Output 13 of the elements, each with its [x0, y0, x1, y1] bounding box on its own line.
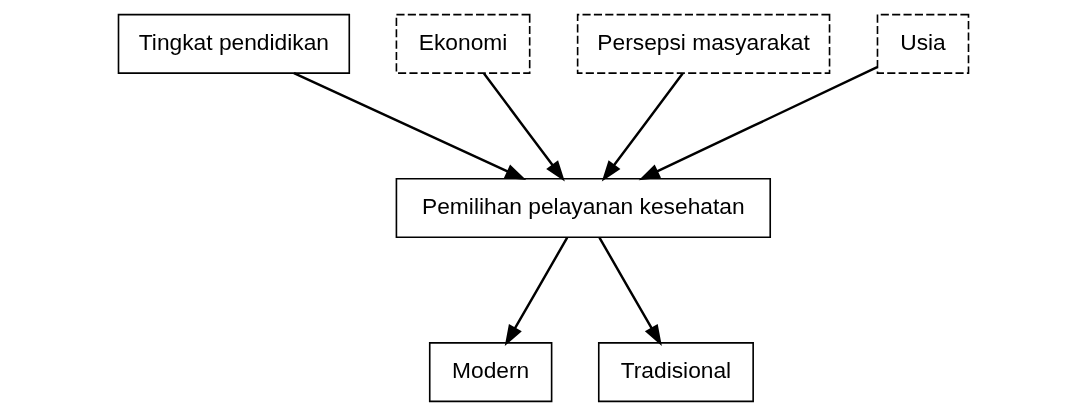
- node-box: Modern: [428, 342, 553, 403]
- node-box: Pemilihan pelayanan kesehatan: [395, 177, 772, 239]
- node-box: Tingkat pendidikan: [117, 13, 351, 74]
- arrow: [504, 237, 569, 346]
- arrow: [598, 237, 662, 346]
- node-box: Persepsi masyarakat: [576, 13, 831, 74]
- node-box: Ekonomi: [395, 13, 531, 74]
- arrow: [638, 66, 878, 181]
- node-box: Tradisional: [597, 342, 754, 403]
- node-box: Usia: [876, 13, 970, 74]
- arrow: [483, 72, 565, 182]
- arrow: [293, 72, 527, 181]
- arrow: [601, 72, 684, 182]
